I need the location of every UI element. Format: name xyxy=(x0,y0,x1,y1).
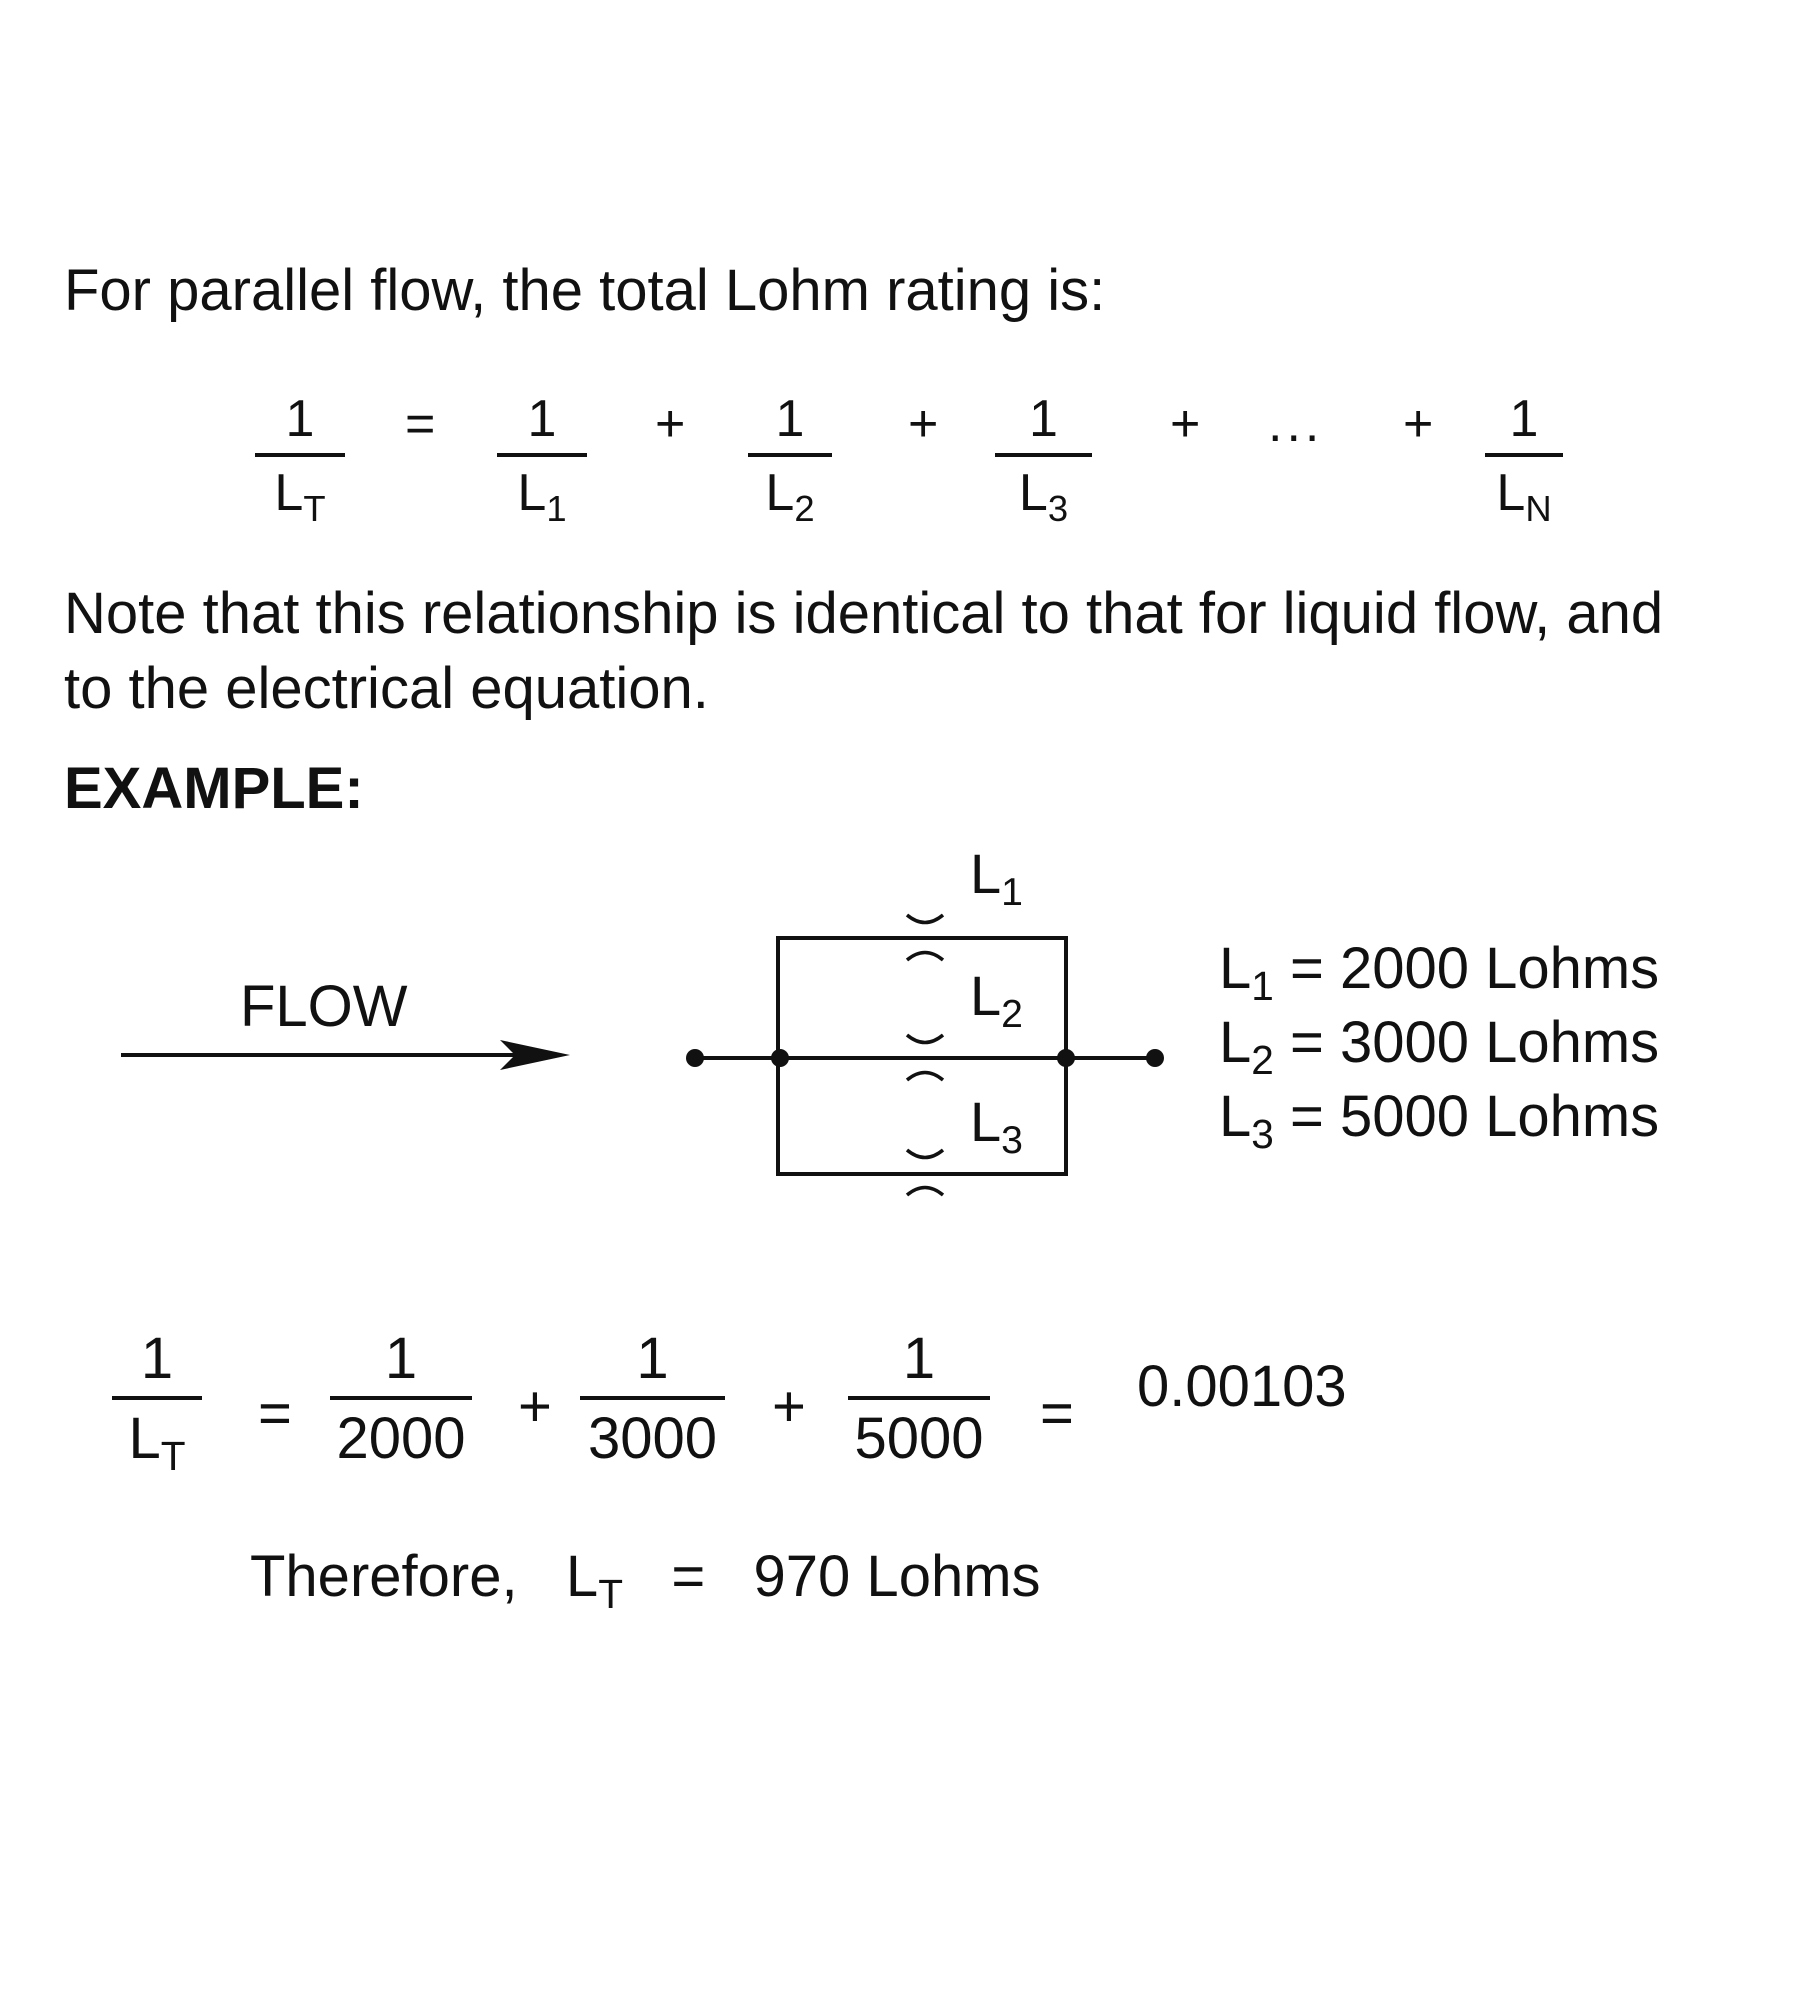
intro-text: For parallel flow, the total Lohm rating… xyxy=(64,258,1106,323)
value-l3: L3 = 5000 Lohms xyxy=(1219,1084,1660,1158)
fraction-lhs: 1 LT xyxy=(112,1330,202,1477)
fraction-3000: 1 3000 xyxy=(580,1330,725,1468)
conclusion-prefix: Therefore, xyxy=(250,1544,518,1609)
branch-label-l1: L1 xyxy=(970,842,1023,914)
note-line-1: Note that this relationship is identical… xyxy=(64,581,1664,646)
junction-dots xyxy=(686,1049,1164,1067)
equals-sign: = xyxy=(671,1544,706,1609)
plus-sign: + xyxy=(772,1374,806,1439)
plus-sign: + xyxy=(1403,395,1434,453)
plus-sign: + xyxy=(1170,395,1201,453)
total-lohms-value: 970 Lohms xyxy=(753,1544,1041,1609)
fraction-term-3: 1 L3 xyxy=(995,393,1092,527)
fraction-lhs: 1 LT xyxy=(255,393,345,527)
plus-sign: + xyxy=(655,395,686,453)
fraction-5000: 1 5000 xyxy=(848,1330,990,1468)
fraction-bar xyxy=(255,453,345,457)
lt-symbol: LT xyxy=(565,1544,623,1618)
branch-label-l3: L3 xyxy=(970,1090,1023,1162)
fraction-term-2: 1 L2 xyxy=(748,393,832,527)
result-value: 0.00103 xyxy=(1137,1354,1347,1419)
example-heading: EXAMPLE: xyxy=(64,756,364,821)
plus-sign: + xyxy=(908,395,939,453)
value-l1: L1 = 2000 Lohms xyxy=(1219,936,1660,1010)
equals-sign: = xyxy=(405,395,436,453)
equals-sign: = xyxy=(258,1381,292,1446)
branch-label-l2: L2 xyxy=(970,964,1023,1036)
orifice-restrictor-icons xyxy=(905,913,945,1197)
ellipsis: ... xyxy=(1268,395,1324,453)
fraction-2000: 1 2000 xyxy=(330,1330,472,1468)
value-l2: L2 = 3000 Lohms xyxy=(1219,1010,1660,1084)
parallel-circuit xyxy=(693,936,1155,1176)
equals-sign: = xyxy=(1040,1381,1074,1446)
note-line-2: to the electrical equation. xyxy=(64,656,709,721)
flow-arrow-icon xyxy=(121,1040,570,1070)
flow-label: FLOW xyxy=(240,974,408,1039)
fraction-term-n: 1 LN xyxy=(1485,393,1563,527)
plus-sign: + xyxy=(518,1374,552,1439)
fraction-term-1: 1 L1 xyxy=(497,393,587,527)
conclusion: Therefore, LT = 970 Lohms xyxy=(250,1548,1041,1615)
